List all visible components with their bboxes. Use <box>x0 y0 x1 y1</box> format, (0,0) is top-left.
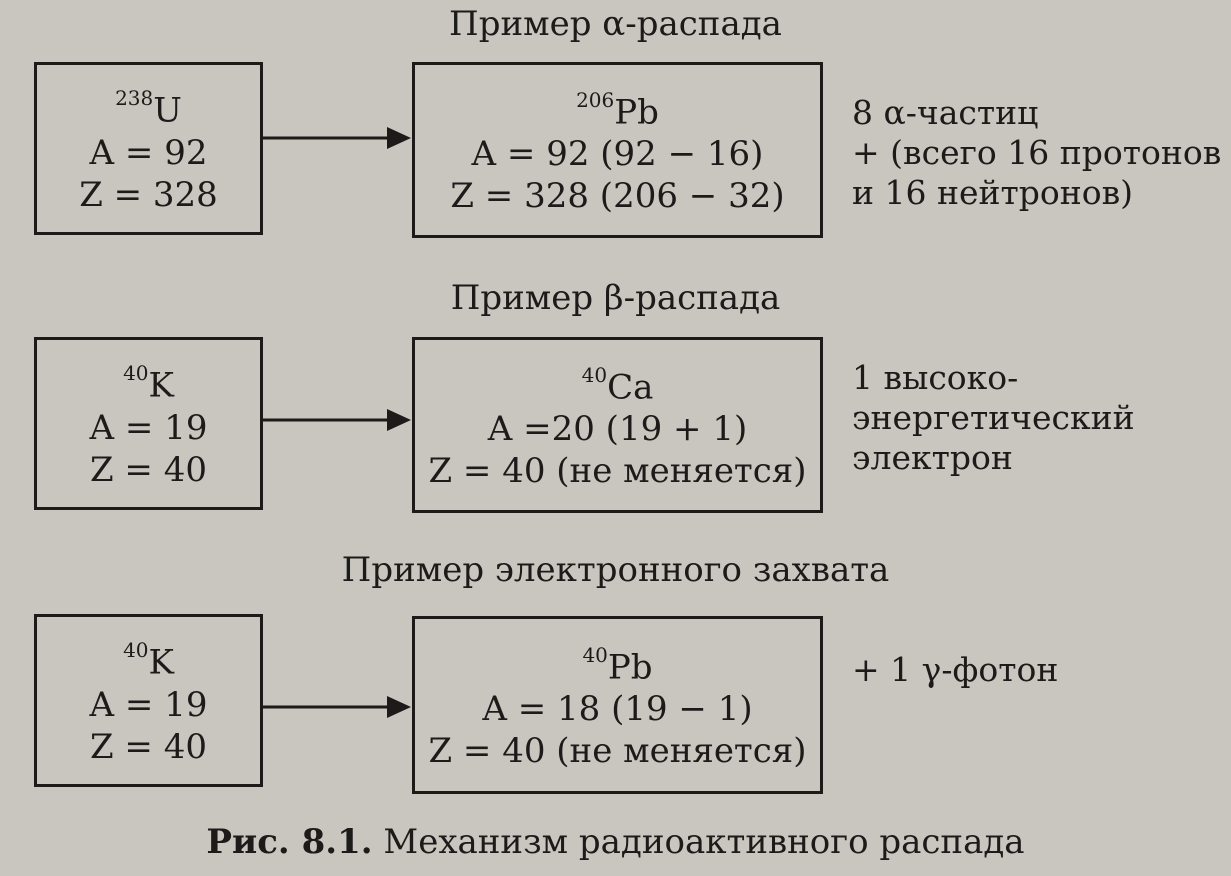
z-value: Z = 328 <box>79 174 218 215</box>
z-value: Z = 40 <box>90 449 207 490</box>
nuclide-label: 40K <box>123 356 174 406</box>
note-line: 8 α-частиц <box>852 93 1039 132</box>
z-value: Z = 40 (не меняется) <box>428 731 807 772</box>
arrow-icon <box>263 127 411 149</box>
capture-note: + 1 γ-фотон <box>852 650 1058 690</box>
z-value: Z = 40 <box>90 726 207 767</box>
a-value: A =20 (19 + 1) <box>487 409 748 450</box>
uranium-238-box: 238U A = 92 Z = 328 <box>34 62 263 235</box>
arrow-icon <box>263 696 411 718</box>
note-line: и 16 нейтронов) <box>852 173 1134 212</box>
note-line: энергетический <box>852 398 1135 437</box>
arrow-icon <box>263 409 411 431</box>
note-line: + 1 γ-фотон <box>852 650 1059 689</box>
alpha-decay-title: Пример α-распада <box>449 4 782 44</box>
a-value: A = 92 (92 − 16) <box>471 134 764 175</box>
nuclide-label: 40Pb <box>582 638 652 688</box>
potassium-40-box: 40K A = 19 Z = 40 <box>34 614 263 787</box>
mass-number: 238 <box>115 86 154 111</box>
figure-number: Рис. 8.1. <box>206 822 373 862</box>
nuclide-label: 40Ca <box>582 358 654 408</box>
nuclide-label: 40K <box>123 633 174 683</box>
nuclide-label: 206Pb <box>576 83 659 133</box>
element-symbol: Ca <box>607 367 654 408</box>
a-value: A = 19 <box>89 407 208 448</box>
note-line: + (всего 16 протонов <box>852 133 1222 172</box>
electron-capture-title: Пример электронного захвата <box>341 550 890 590</box>
lead-40-box: 40Pb A = 18 (19 − 1) Z = 40 (не меняется… <box>412 616 823 794</box>
mass-number: 206 <box>576 87 615 112</box>
a-value: A = 92 <box>89 132 208 173</box>
note-line: 1 высоко- <box>852 358 1019 397</box>
z-value: Z = 328 (206 − 32) <box>450 176 785 217</box>
calcium-40-box: 40Ca A =20 (19 + 1) Z = 40 (не меняется) <box>412 337 823 513</box>
mass-number: 40 <box>123 638 149 663</box>
beta-note: 1 высоко- энергетический электрон <box>852 358 1135 478</box>
z-value: Z = 40 (не меняется) <box>428 451 807 492</box>
element-symbol: Pb <box>614 92 659 133</box>
note-line: электрон <box>852 438 1013 477</box>
nuclide-label: 238U <box>115 81 182 131</box>
element-symbol: U <box>153 90 182 131</box>
figure-caption: Рис. 8.1. Механизм радиоактивного распад… <box>0 822 1231 862</box>
a-value: A = 18 (19 − 1) <box>482 689 753 730</box>
figure-caption-text: Механизм радиоактивного распада <box>372 822 1025 862</box>
element-symbol: Pb <box>607 647 653 688</box>
a-value: A = 19 <box>89 684 208 725</box>
element-symbol: K <box>148 365 174 406</box>
alpha-note: 8 α-частиц + (всего 16 протонов и 16 ней… <box>852 93 1221 213</box>
mass-number: 40 <box>123 361 149 386</box>
element-symbol: K <box>148 642 174 683</box>
potassium-40-box: 40K A = 19 Z = 40 <box>34 337 263 510</box>
lead-206-box: 206Pb A = 92 (92 − 16) Z = 328 (206 − 32… <box>412 62 823 238</box>
beta-decay-title: Пример β-распада <box>450 278 781 318</box>
mass-number: 40 <box>582 642 608 667</box>
mass-number: 40 <box>581 362 608 387</box>
